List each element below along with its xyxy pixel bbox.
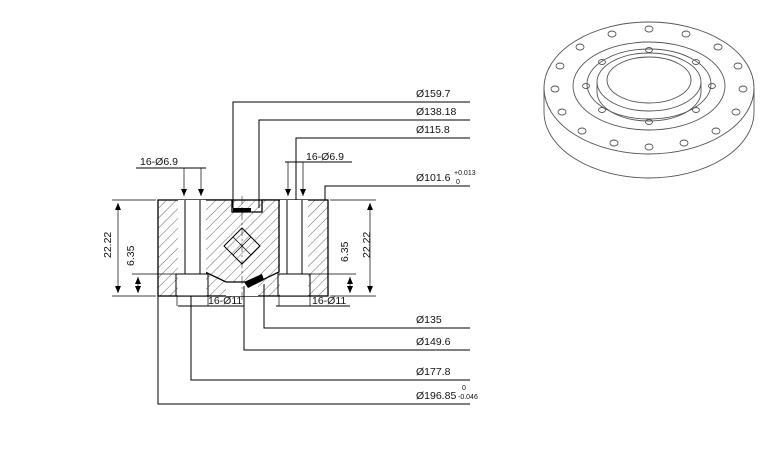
- top-seal: [233, 208, 251, 212]
- dim-d115-8: Ø115.8: [416, 124, 450, 136]
- dim-d177-8: Ø177.8: [416, 366, 451, 378]
- dim-bore: Ø101.6: [416, 172, 451, 184]
- right-hole: [280, 200, 308, 296]
- left-hole: [178, 200, 206, 296]
- callout-bottom-left: 16-Ø11: [208, 295, 242, 307]
- height-dimension-lines: [112, 199, 376, 297]
- height-left-cb: 6.35: [125, 245, 137, 266]
- cross-section: [157, 196, 329, 300]
- callout-top-right: 16-Ø6.9: [306, 151, 344, 163]
- inner-bolt-holes: [582, 47, 716, 125]
- dim-d149-6: Ø149.6: [416, 336, 451, 348]
- height-left-total: 22.22: [102, 232, 114, 258]
- height-right-cb: 6.35: [339, 241, 351, 262]
- outer-tol-lower: -0.046: [458, 394, 478, 401]
- dim-d159-7: Ø159.7: [416, 88, 451, 100]
- dim-d135: Ø135: [416, 314, 442, 326]
- bolt-holes: [550, 25, 748, 151]
- isometric-bearing-view: [543, 21, 755, 179]
- bore-tol-upper: +0.013: [454, 170, 476, 177]
- bottom-seal: [244, 274, 264, 288]
- lower-dimension-leaders: [157, 284, 470, 405]
- dimension-labels: Ø159.7 Ø138.18 Ø115.8 Ø101.6 +0.013 0 16…: [102, 88, 478, 402]
- outer-tol-upper: 0: [462, 385, 466, 392]
- callout-top-left: 16-Ø6.9: [140, 156, 178, 168]
- dim-d138-18: Ø138.18: [416, 106, 456, 118]
- upper-dimension-leaders: [136, 101, 470, 208]
- callout-bottom-right: 16-Ø11: [312, 295, 346, 307]
- dim-outer: Ø196.85: [416, 390, 456, 402]
- height-right-total: 22.22: [361, 232, 373, 258]
- bore-tol-lower: 0: [456, 179, 460, 186]
